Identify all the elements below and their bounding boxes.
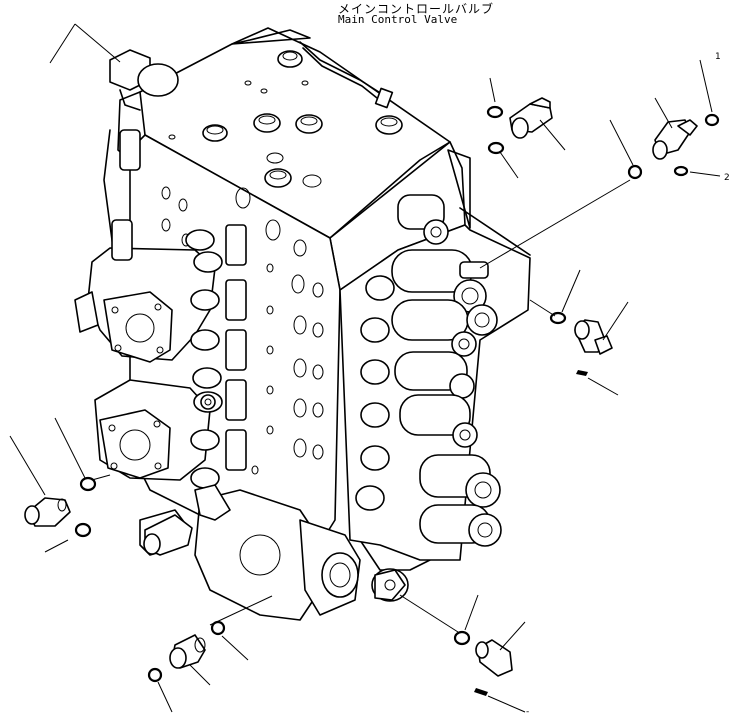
right-lower-fitting — [371, 568, 409, 602]
o-ring-left-2 — [74, 522, 92, 538]
o-ring-left-1 — [79, 476, 97, 492]
callout-number-top-right: 1 — [715, 52, 721, 62]
o-ring-right-upper — [627, 164, 643, 180]
elbow-fitting-bottom-right — [475, 639, 513, 677]
plug-small-bottom-right — [474, 688, 488, 696]
straight-fitting-bottom-center — [169, 634, 206, 669]
plug-fitting-lower-left — [143, 514, 193, 556]
front-face-holes — [161, 186, 324, 565]
callout-number-bottom-right: - — [526, 707, 529, 717]
valve-body — [74, 27, 531, 621]
loose-parts — [24, 97, 720, 696]
o-ring-bottom-left — [147, 667, 163, 683]
o-ring-top-right-2 — [673, 165, 689, 177]
elbow-fitting-top-center — [509, 97, 553, 139]
o-ring-right-middle — [549, 311, 567, 325]
callout-number-right-ring: 2 — [724, 173, 730, 183]
leader-lines — [9, 23, 721, 713]
o-ring-top-right-1 — [704, 113, 720, 127]
left-flange-upper — [74, 247, 216, 363]
elbow-fitting-top-right — [652, 119, 698, 160]
left-side-caps — [185, 224, 247, 489]
plug-small-right — [576, 370, 588, 376]
o-ring-bottom-center — [210, 620, 226, 636]
o-ring-top-center-2 — [487, 141, 505, 155]
top-bolts — [168, 50, 403, 188]
left-flange-lower — [94, 379, 211, 481]
diagram-title-japanese: メインコントロールバルブ — [338, 2, 495, 16]
right-spools — [355, 194, 502, 547]
diagram-title-english: Main Control Valve — [338, 13, 458, 26]
elbow-fitting-right-middle — [574, 319, 613, 355]
o-ring-bottom-right — [453, 630, 471, 646]
o-ring-top-center-1 — [486, 105, 504, 119]
elbow-fitting-left — [24, 497, 71, 527]
left-top-fitting — [109, 49, 179, 261]
